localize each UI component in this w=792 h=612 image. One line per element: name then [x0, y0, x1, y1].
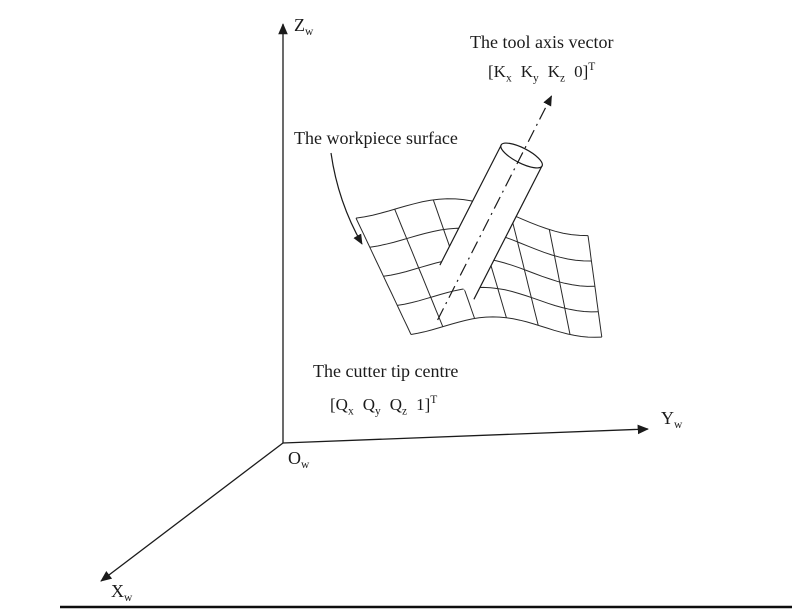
tool-cylinder	[439, 142, 543, 300]
workpiece-leader-arrow	[330, 152, 363, 245]
surface-grid-line	[587, 235, 603, 338]
y-axis	[282, 424, 649, 444]
x-axis	[100, 442, 284, 582]
cutter-tip-title: The cutter tip centre	[313, 361, 458, 381]
surface-grid-line	[355, 217, 412, 335]
workpiece-surface-label: The workpiece surface	[294, 128, 458, 148]
tool-axis-centerline	[437, 95, 553, 321]
y-axis-label: Yw	[661, 408, 683, 431]
origin-label: Ow	[288, 448, 310, 471]
cylinder-left-edge	[439, 144, 502, 266]
surface-grid-line	[548, 229, 571, 335]
z-axis-label: Zw	[294, 15, 314, 38]
cylinder-body-fill	[439, 145, 542, 300]
coordinate-axes	[100, 23, 649, 582]
surface-grid-line	[394, 209, 444, 327]
surface-grid-line	[397, 286, 599, 313]
workpiece-surface-mesh	[355, 198, 603, 338]
x-axis-label: Xw	[111, 581, 133, 604]
surface-grid-line	[510, 213, 539, 326]
tool-axis-title: The tool axis vector	[470, 32, 613, 52]
cylinder-right-edge	[473, 165, 543, 300]
